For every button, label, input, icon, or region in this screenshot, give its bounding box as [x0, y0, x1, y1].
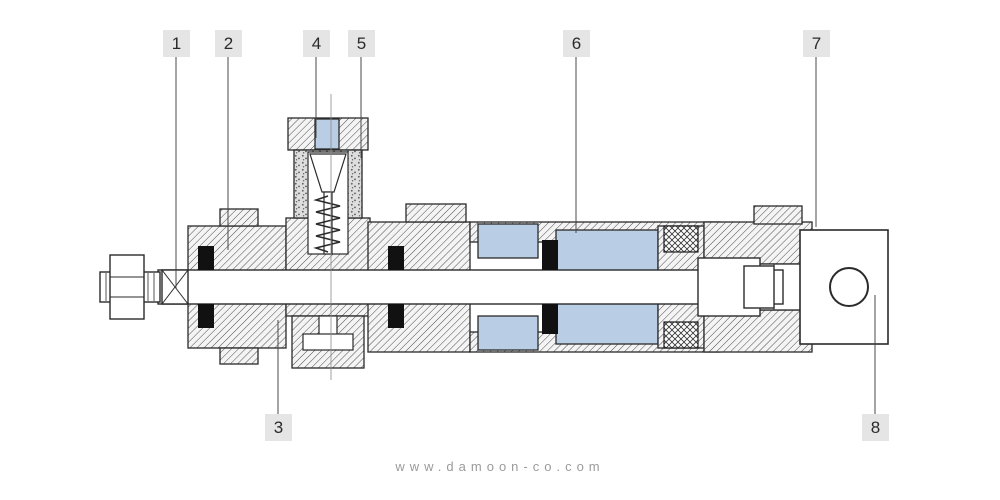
watermark-text: www.damoon-co.com — [395, 459, 605, 474]
valve-poppet-cone — [309, 153, 347, 193]
cushion-sleeve-bottom — [477, 315, 539, 351]
left-cap-top-lug — [219, 208, 259, 227]
callout-3: 3 — [265, 414, 292, 441]
coupling-seal — [388, 246, 404, 270]
coupling-seal — [388, 304, 404, 328]
piston-seal-retainer — [663, 225, 699, 253]
rod-lock-nut — [743, 265, 775, 309]
piston-seals — [663, 225, 699, 349]
cushion-sleeve-top — [477, 223, 539, 259]
callout-7: 7 — [803, 30, 830, 57]
piston-rod — [157, 269, 784, 305]
piston-rod-group — [99, 254, 784, 320]
valve-internals — [302, 151, 354, 351]
cushion-seal — [542, 304, 558, 334]
valve-seat-flange — [302, 333, 354, 351]
callout-4: 4 — [303, 30, 330, 57]
piston-seal-retainer — [663, 321, 699, 349]
valve-stem — [323, 191, 333, 255]
rod-seal — [198, 246, 214, 270]
callout-5: 5 — [348, 30, 375, 57]
body-sections — [187, 117, 813, 369]
rod-seal — [198, 304, 214, 328]
callout-6: 6 — [563, 30, 590, 57]
coupling-port-boss — [405, 203, 467, 223]
callout-1: 1 — [163, 30, 190, 57]
callout-8: 8 — [862, 414, 889, 441]
valve-bonnet-insert — [314, 118, 340, 150]
rear-clevis — [773, 229, 889, 345]
clevis-pin-hole — [829, 267, 869, 307]
leader-lines — [175, 57, 876, 414]
callout-2: 2 — [215, 30, 242, 57]
hex-nut — [109, 254, 145, 320]
right-cap-top-lug — [753, 205, 803, 225]
valve-spring — [313, 195, 341, 253]
left-cap-bottom-lug — [219, 347, 259, 365]
cushion-seal — [542, 240, 558, 270]
seals — [198, 240, 558, 334]
